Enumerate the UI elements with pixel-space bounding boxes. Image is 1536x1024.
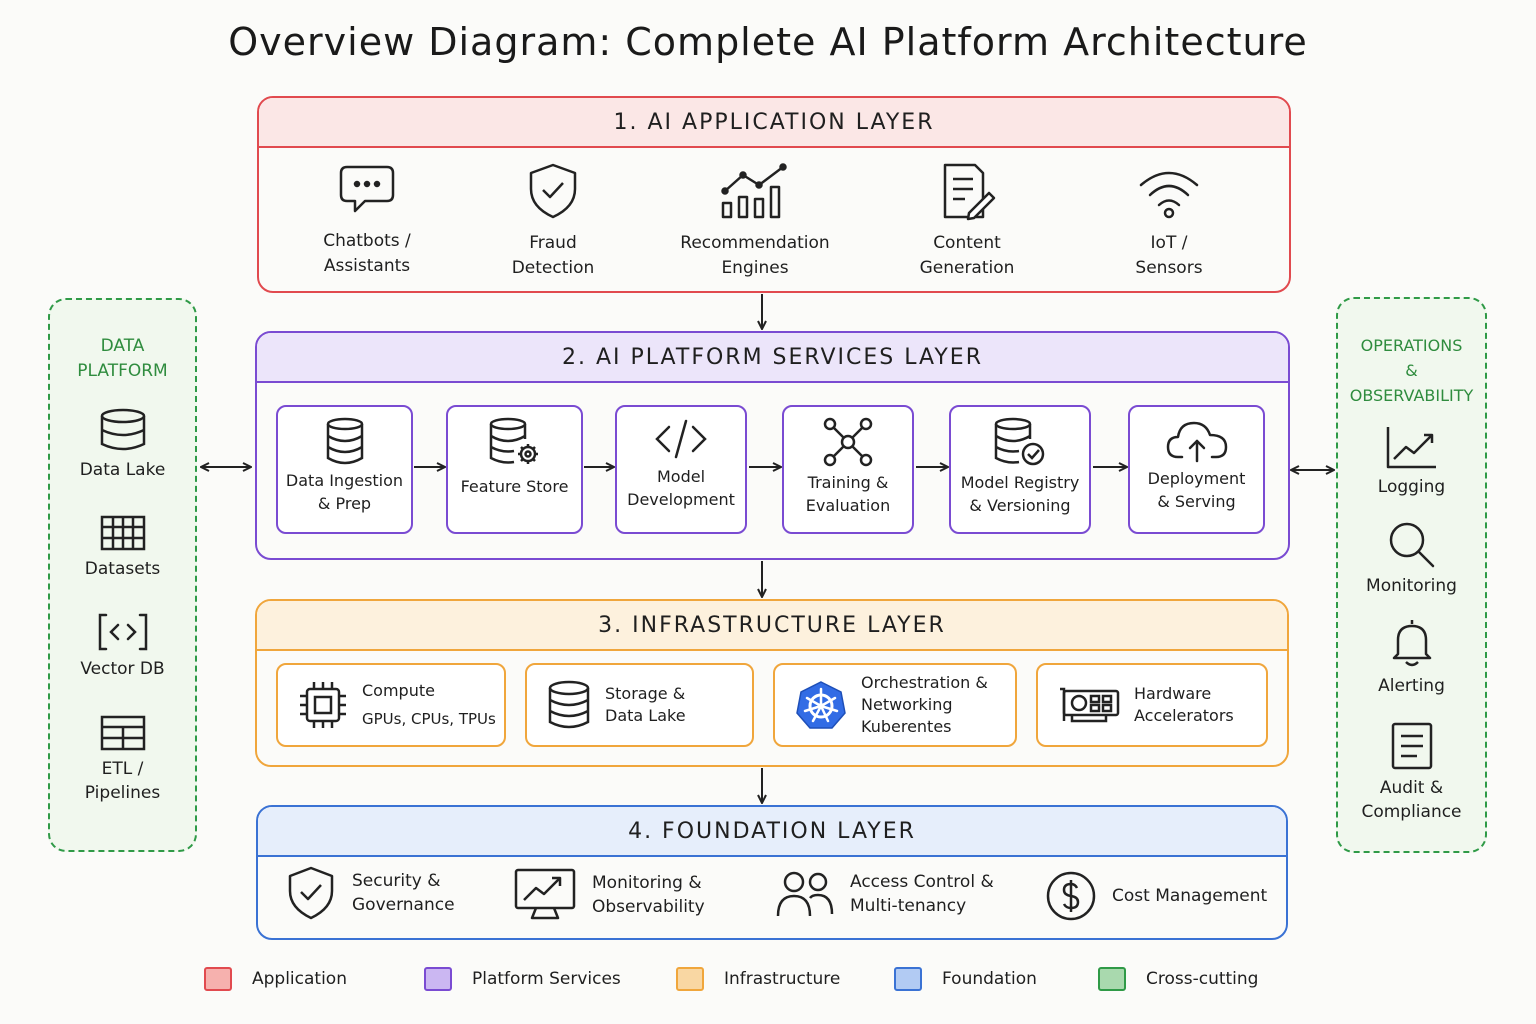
operations-item-alerting: Alerting <box>1336 618 1487 698</box>
platform-services-layer: 2. AI PLATFORM SERVICES LAYER <box>255 331 1290 560</box>
table-icon <box>100 715 145 751</box>
foundation-access-control: Access Control & Multi-tenancy <box>776 870 994 918</box>
legend-infrastructure: Infrastructure <box>676 967 840 991</box>
data-platform-title: DATA PLATFORM <box>77 336 168 381</box>
service-data-ingestion: Data Ingestion & Prep <box>276 405 413 534</box>
network-nodes-icon <box>823 417 873 467</box>
data-platform-item-datasets: Datasets <box>48 515 197 581</box>
operations-title: OPERATIONS & OBSERVABILITY <box>1349 336 1474 405</box>
operations-item-monitoring: Monitoring <box>1336 522 1487 598</box>
database-icon <box>100 408 145 451</box>
legend-foundation: Foundation <box>894 967 1037 991</box>
shield-check-icon <box>288 866 334 920</box>
bell-icon <box>1392 620 1431 667</box>
legend-swatch <box>1098 967 1126 991</box>
data-platform-item-vector-db: Vector DB <box>48 613 197 681</box>
app-item-fraud-detection: Fraud Detection <box>468 163 638 281</box>
operations-item-logging: Logging <box>1336 425 1487 499</box>
database-icon <box>326 417 363 465</box>
operations-item-audit: Audit & Compliance <box>1336 722 1487 824</box>
database-gear-icon <box>489 417 538 464</box>
database-check-icon <box>994 417 1045 466</box>
legend-cross-cutting: Cross-cutting <box>1098 967 1258 991</box>
application-layer-title: 1. AI APPLICATION LAYER <box>259 98 1289 148</box>
service-model-registry: Model Registry & Versioning <box>949 405 1091 534</box>
wifi-signal-icon <box>1139 171 1199 219</box>
infrastructure-layer: 3. INFRASTRUCTURE LAYER <box>255 599 1289 767</box>
infra-hardware-accelerators: Hardware Accelerators <box>1036 663 1268 747</box>
infra-compute: Compute GPUs, CPUs, TPUs <box>276 663 506 747</box>
magnifier-icon <box>1389 522 1434 568</box>
cloud-upload-icon <box>1166 421 1227 463</box>
legend-swatch <box>424 967 452 991</box>
service-feature-store: Feature Store <box>446 405 583 534</box>
chat-bubble-icon <box>339 165 395 213</box>
service-model-development: Model Development <box>615 405 747 534</box>
application-layer: 1. AI APPLICATION LAYER <box>257 96 1291 293</box>
legend-swatch <box>676 967 704 991</box>
code-icon <box>655 419 707 459</box>
bracket-code-icon <box>98 613 147 651</box>
data-platform-panel: DATA PLATFORM <box>48 298 197 852</box>
legend-platform-services: Platform Services <box>424 967 621 991</box>
diagram-title: Overview Diagram: Complete AI Platform A… <box>228 20 1308 64</box>
data-platform-item-etl: ETL / Pipelines <box>48 715 197 805</box>
trend-chart-icon <box>1386 427 1436 469</box>
foundation-layer-title: 4. FOUNDATION LAYER <box>258 807 1286 857</box>
service-deployment-serving: Deployment & Serving <box>1128 405 1265 534</box>
legend-application: Application <box>204 967 347 991</box>
users-icon <box>776 871 834 917</box>
app-item-content-generation: Content Generation <box>882 163 1052 281</box>
foundation-security: Security & Governance <box>286 866 455 920</box>
app-item-iot-sensors: IoT / Sensors <box>1084 163 1254 281</box>
kubernetes-icon <box>796 681 846 729</box>
foundation-cost-management: Cost Management <box>1046 871 1267 921</box>
app-item-chatbots: Chatbots / Assistants <box>282 163 452 279</box>
gpu-card-icon <box>1060 687 1120 723</box>
infra-orchestration: Orchestration & Networking Kuberentes <box>773 663 1017 747</box>
shield-check-icon <box>529 163 577 219</box>
document-icon <box>1391 722 1432 770</box>
grid-table-icon <box>100 515 145 551</box>
foundation-monitoring: Monitoring & Observability <box>514 868 705 922</box>
app-item-recommendation: Recommendation Engines <box>670 163 840 281</box>
platform-services-layer-title: 2. AI PLATFORM SERVICES LAYER <box>257 333 1288 383</box>
legend-swatch <box>894 967 922 991</box>
document-pen-icon <box>943 163 996 221</box>
monitor-chart-icon <box>514 868 576 920</box>
database-icon <box>548 680 590 729</box>
infrastructure-layer-title: 3. INFRASTRUCTURE LAYER <box>257 601 1287 651</box>
operations-panel: OPERATIONS & OBSERVABILITY <box>1336 297 1487 853</box>
service-training-evaluation: Training & Evaluation <box>782 405 914 534</box>
bar-line-chart-icon <box>721 163 787 219</box>
dollar-coin-icon <box>1046 871 1096 921</box>
foundation-layer: 4. FOUNDATION LAYER <box>256 805 1288 940</box>
legend-swatch <box>204 967 232 991</box>
infra-storage: Storage & Data Lake <box>525 663 754 747</box>
data-platform-item-data-lake: Data Lake <box>48 408 197 482</box>
cpu-chip-icon <box>300 682 346 728</box>
